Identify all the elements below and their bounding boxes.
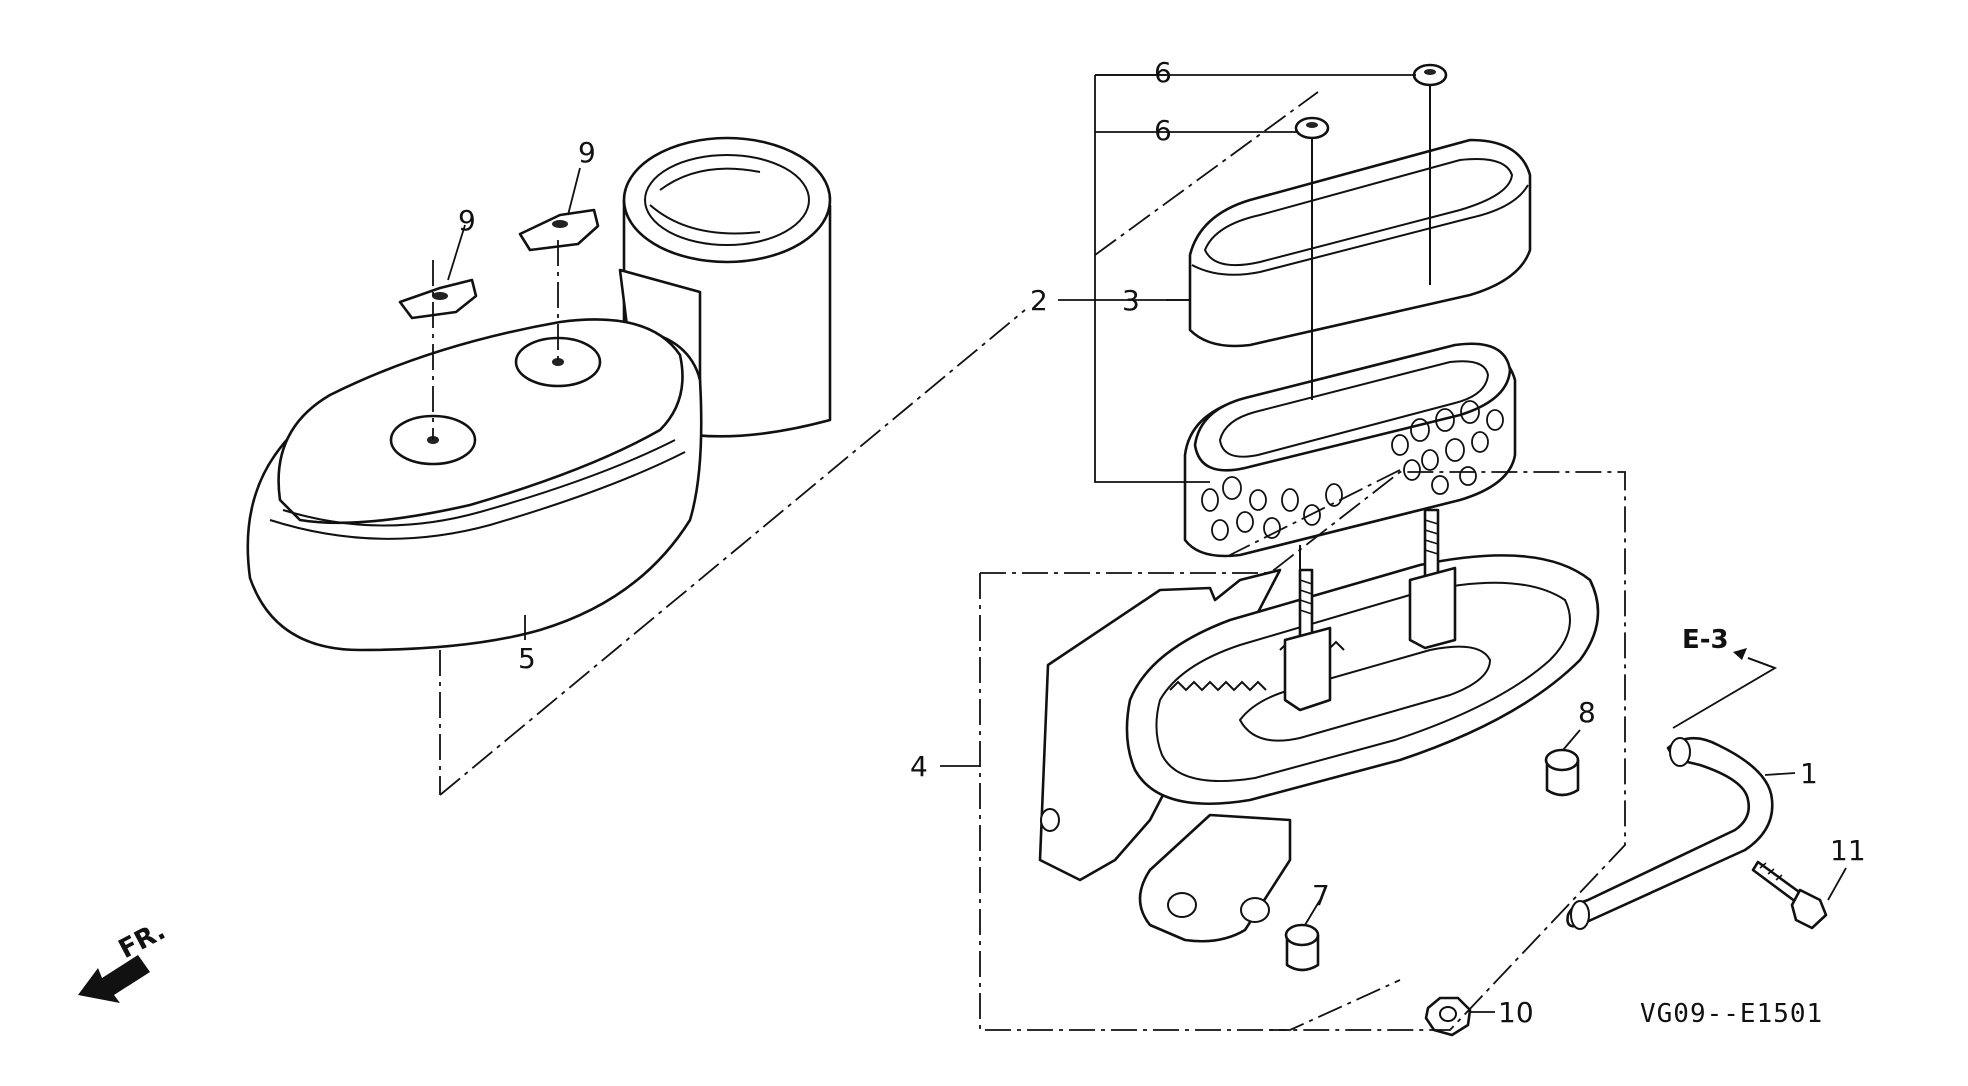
callout-6-top: 6 xyxy=(1154,56,1172,89)
outer-foam-filter xyxy=(1188,138,1532,348)
callout-4: 4 xyxy=(910,750,928,783)
air-cleaner-cover xyxy=(246,136,832,652)
e3-reference xyxy=(1672,648,1778,729)
callout-10: 10 xyxy=(1498,996,1534,1029)
callout-7: 7 xyxy=(1312,879,1330,912)
group-brackets xyxy=(439,74,1626,1031)
collar-8 xyxy=(1544,748,1580,797)
callout-2: 2 xyxy=(1030,284,1048,317)
collar-7 xyxy=(1284,923,1320,972)
bolt-11 xyxy=(1751,860,1828,930)
callout-11: 11 xyxy=(1830,834,1866,867)
flange-nut-10 xyxy=(1424,996,1472,1037)
front-direction-arrow xyxy=(78,955,150,1003)
diagram-code: VG09--E1501 xyxy=(1640,999,1823,1029)
leader-lines xyxy=(447,74,1847,1013)
grommet-6-top xyxy=(1412,63,1448,87)
callout-9-left: 9 xyxy=(458,204,476,237)
wing-nut-9-right xyxy=(518,208,600,252)
callout-9-right: 9 xyxy=(578,136,596,169)
wing-nut-9-left xyxy=(398,278,478,320)
breather-tube-1 xyxy=(1566,736,1774,930)
e3-reference-label: E-3 xyxy=(1682,625,1729,655)
grommet-6-lower xyxy=(1294,116,1330,140)
callout-3: 3 xyxy=(1122,284,1140,317)
callout-5: 5 xyxy=(518,642,536,675)
paper-filter-element xyxy=(1183,342,1517,558)
air-cleaner-base xyxy=(1038,508,1600,943)
callout-6-lower: 6 xyxy=(1154,114,1172,147)
callout-1: 1 xyxy=(1800,757,1818,790)
callout-8: 8 xyxy=(1578,696,1596,729)
front-label: FR. xyxy=(114,916,171,965)
